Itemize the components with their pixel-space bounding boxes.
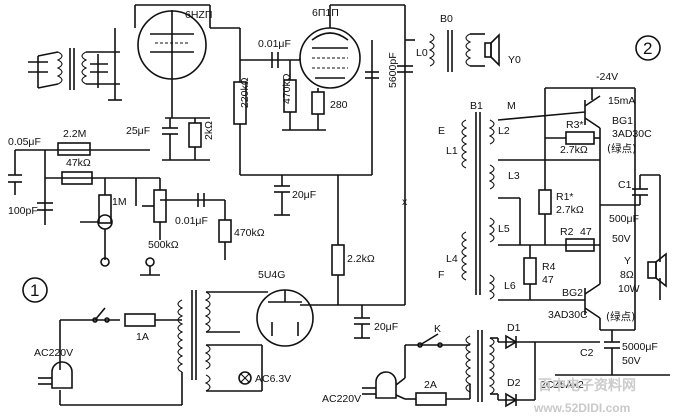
speaker-pow: 10W	[618, 283, 640, 295]
diode-type-label: 2CZ5Ax2	[540, 379, 584, 391]
coil-l5: L5	[498, 223, 510, 235]
switch-k-label: K	[434, 323, 441, 335]
watermark-cn: 百中电子资料网	[538, 377, 636, 394]
fuse-2a-label: 2A	[424, 379, 437, 391]
cap-001-grid-label: 0.01μF	[175, 215, 208, 227]
fuse-1a-label: 1A	[136, 331, 149, 343]
tube-6hzp-label: 6HZΠ	[185, 9, 212, 21]
r4-label: R4	[542, 261, 556, 273]
coil-l3: L3	[508, 170, 520, 182]
current-label: 15mA	[608, 95, 635, 107]
transistor-bg2: BG2 3AD30C (绿点)	[548, 245, 635, 330]
mains-left-label: AC220V	[34, 347, 73, 359]
c1-value: 500μF	[609, 213, 639, 225]
tube-amplifier: 6HZΠ 0.05μF 2.2M 47kΩ 100pF 1M 500kΩ	[8, 4, 521, 406]
supply-label: -24V	[596, 71, 618, 83]
power-transformer	[177, 290, 268, 392]
r1-label: R1*	[556, 191, 574, 203]
circuit-number-1: 1	[30, 281, 39, 300]
cap-input-label: 0.05μF	[8, 136, 41, 148]
terminal-f: F	[438, 269, 444, 281]
input-transformer	[28, 28, 122, 101]
res-2k2-label: 2.2kΩ	[347, 253, 375, 265]
terminal-e: E	[438, 125, 445, 137]
tube-6p1p-label: 6Π1Π	[312, 7, 339, 19]
circuit-number-2: 2	[643, 39, 652, 58]
res-470k-low-label: 470kΩ	[234, 227, 265, 239]
c1-label: C1	[618, 179, 632, 191]
output-transformer-label: B0	[440, 13, 453, 25]
bg2-mark: (绿点)	[606, 310, 635, 323]
c2-volt: 50V	[622, 355, 641, 367]
b1-label: B1	[470, 100, 483, 112]
bg1-type: 3AD30C	[612, 128, 652, 140]
cap-001-top-label: 0.01μF	[258, 38, 291, 50]
core-m-label: M	[507, 100, 516, 112]
cap-100p-label: 100pF	[8, 205, 38, 217]
d2-label: D2	[507, 377, 521, 389]
speaker-y0: Y0	[484, 33, 521, 67]
output-transformer-b0: B0	[428, 13, 485, 72]
res-470k-label: 470kΩ	[281, 73, 293, 104]
r3-value: 2.7kΩ	[560, 144, 588, 156]
res-2m2-label: 2.2M	[63, 128, 86, 140]
res-280-label: 280	[330, 99, 348, 111]
bg2-type: 3AD30C	[548, 309, 588, 321]
speaker-label: Y	[624, 255, 631, 267]
transistor-amplifier: 2 -24V 15mA BG1 3AD30C (绿点) B1 M E F L1 …	[322, 35, 670, 408]
bg1-mark: (绿点)	[607, 142, 636, 155]
bg2-label: BG2	[562, 287, 583, 299]
res-47k-label: 47kΩ	[66, 157, 91, 169]
watermark-url: www.52DIDI.com	[533, 401, 630, 415]
r2-value: 47	[580, 226, 592, 238]
res-1m-label: 1M	[112, 196, 127, 208]
res-220k-label: 220kΩ	[239, 77, 251, 108]
cap-25u-label: 25μF	[126, 125, 150, 137]
r3-label: R3*	[566, 119, 584, 131]
speaker-imp: 8Ω	[620, 269, 634, 281]
heater-label: AC6.3V	[255, 373, 291, 385]
cross-mark: x	[402, 196, 408, 208]
c2-label: C2	[580, 347, 594, 359]
c1-volt: 50V	[612, 233, 631, 245]
coil-l4: L4	[446, 253, 458, 265]
r1-value: 2.7kΩ	[556, 204, 584, 216]
coil-l2: L2	[498, 125, 510, 137]
r2-label: R2	[560, 226, 574, 238]
cap-5600p-label: 5600pF	[387, 52, 399, 88]
coil-l6: L6	[504, 280, 516, 292]
coil-l1: L1	[446, 145, 458, 157]
transistor-bg1: BG1 3AD30C (绿点)	[584, 88, 652, 155]
tube-6hzp: 6HZΠ	[134, 4, 212, 80]
pot-500k-label: 500kΩ	[148, 239, 179, 251]
c2-value: 5000μF	[622, 341, 658, 353]
watermark: 百中电子资料网 www.52DIDI.com	[533, 377, 636, 415]
tube-6p1p: 6Π1Π	[299, 5, 361, 89]
tube-5u4g-label: 5U4G	[258, 269, 285, 281]
output-inductor-label: L0	[416, 47, 428, 59]
mains-right-label: AC220V	[322, 393, 361, 405]
transformer-b1: B1 M E F L1 L4 L2 L3 L5 L6	[438, 100, 520, 300]
res-2k-label: 2kΩ	[203, 121, 215, 140]
speaker-y0-label: Y0	[508, 54, 521, 66]
cap-20u-low-label: 20μF	[374, 321, 398, 333]
bg1-label: BG1	[612, 115, 633, 127]
d1-label: D1	[507, 322, 521, 334]
tube-5u4g: 5U4G	[256, 269, 314, 347]
r4-value: 47	[542, 274, 554, 286]
cap-20u-mid-label: 20μF	[292, 189, 316, 201]
